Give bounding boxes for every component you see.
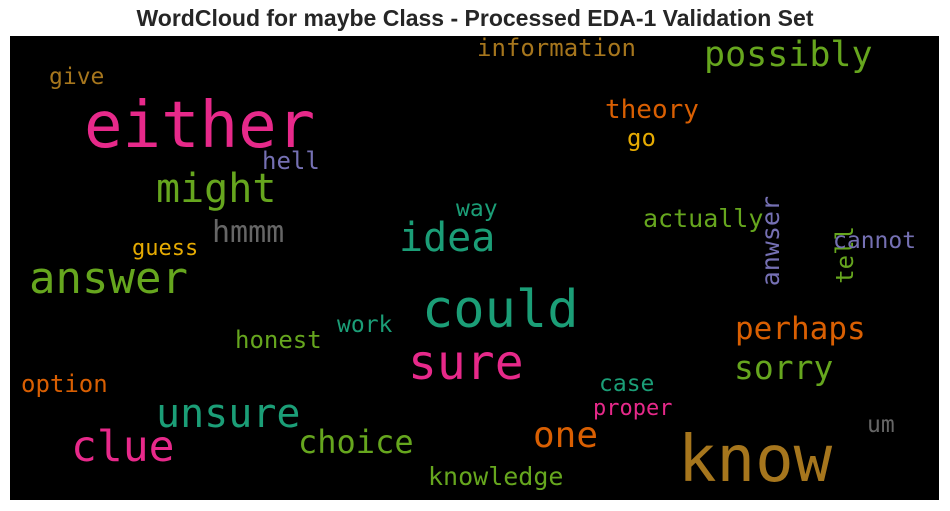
word-way: way bbox=[456, 196, 498, 222]
word-know: know bbox=[678, 423, 833, 497]
word-information: information bbox=[477, 36, 636, 62]
word-sorry: sorry bbox=[734, 348, 834, 387]
word-perhaps: perhaps bbox=[735, 311, 866, 347]
word-choice: choice bbox=[298, 423, 414, 461]
word-sure: sure bbox=[408, 335, 524, 391]
word-unsure: unsure bbox=[156, 391, 301, 437]
word-option: option bbox=[21, 370, 108, 398]
word-possibly: possibly bbox=[704, 36, 873, 75]
chart-title: WordCloud for maybe Class - Processed ED… bbox=[136, 5, 814, 31]
word-proper: proper bbox=[593, 396, 673, 421]
word-either: either bbox=[84, 89, 316, 163]
word-might: might bbox=[156, 166, 277, 212]
word-answer: answer bbox=[29, 253, 188, 304]
word-hell: hell bbox=[262, 147, 320, 175]
word-cannot: cannot bbox=[833, 228, 917, 254]
word-could: could bbox=[422, 280, 579, 340]
word-idea: idea bbox=[399, 215, 496, 261]
word-honest: honest bbox=[235, 326, 322, 354]
word-hmmm: hmmm bbox=[212, 215, 285, 250]
word-guess: guess bbox=[132, 236, 199, 261]
word-give: give bbox=[49, 64, 105, 90]
word-one: one bbox=[533, 415, 599, 456]
word-case: case bbox=[599, 371, 655, 397]
word-theory: theory bbox=[605, 95, 699, 125]
word-um: um bbox=[867, 412, 895, 438]
word-go: go bbox=[627, 124, 656, 152]
word-knowledge: knowledge bbox=[428, 462, 564, 491]
word-clue: clue bbox=[71, 422, 175, 472]
word-work: work bbox=[337, 312, 393, 338]
word-actually: actually bbox=[643, 204, 764, 233]
